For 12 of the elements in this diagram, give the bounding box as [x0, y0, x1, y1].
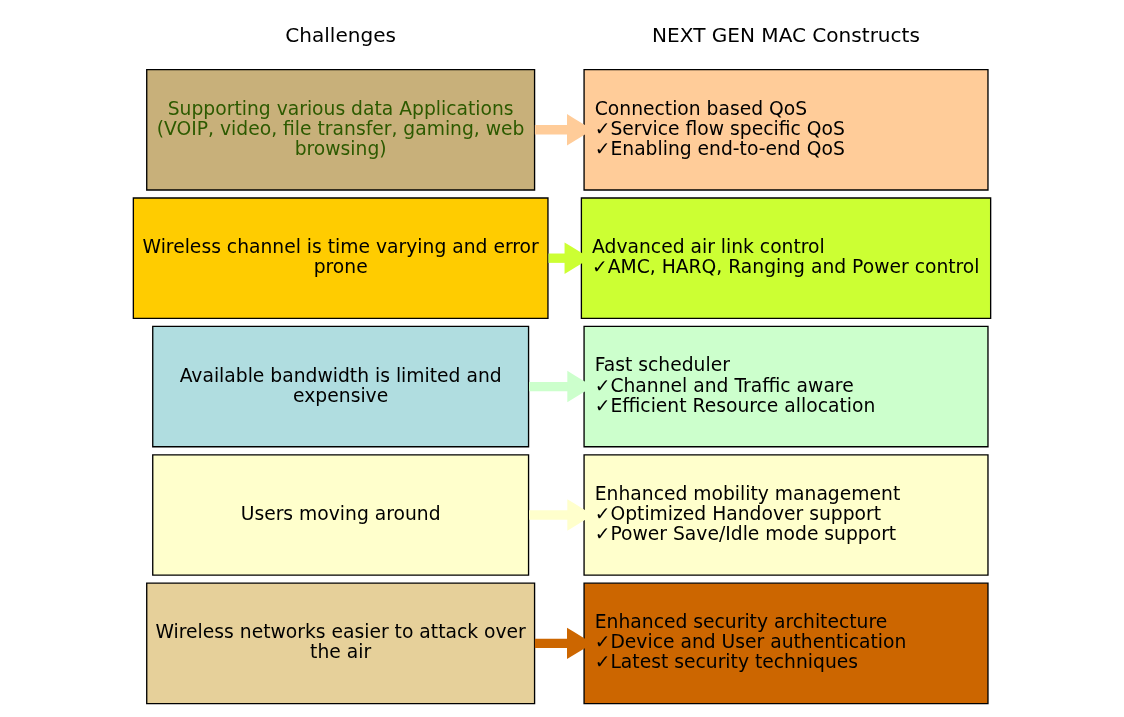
node-box: Users moving around	[152, 454, 530, 576]
label: NEXT GEN MAC Constructs	[652, 23, 920, 48]
node-box: Enhanced security architecture ✓Device and User authentication ✓Latest security techniques	[583, 582, 989, 705]
node-box: Fast scheduler ✓Channel and Traffic aware ✓Efficient Resource allocation	[583, 325, 989, 448]
node-box: Enhanced mobility management ✓Optimized Handover support ✓Power Save/Idle mode support	[583, 454, 989, 576]
node-box: Advanced air link control ✓AMC, HARQ, Ranging and Power control	[580, 197, 992, 320]
node-box: Supporting various data Applications (VOIP, video, file transfer, gaming, web browsing)	[146, 68, 536, 191]
node-box: Connection based QoS ✓Service flow specific QoS ✓Enabling end-to-end QoS	[583, 68, 989, 191]
node-box: Available bandwidth is limited and expensive	[152, 325, 530, 448]
node-box: Wireless channel is time varying and error prone	[132, 197, 549, 320]
label: Challenges	[285, 23, 396, 48]
node-box: Wireless networks easier to attack over the air	[146, 582, 536, 705]
